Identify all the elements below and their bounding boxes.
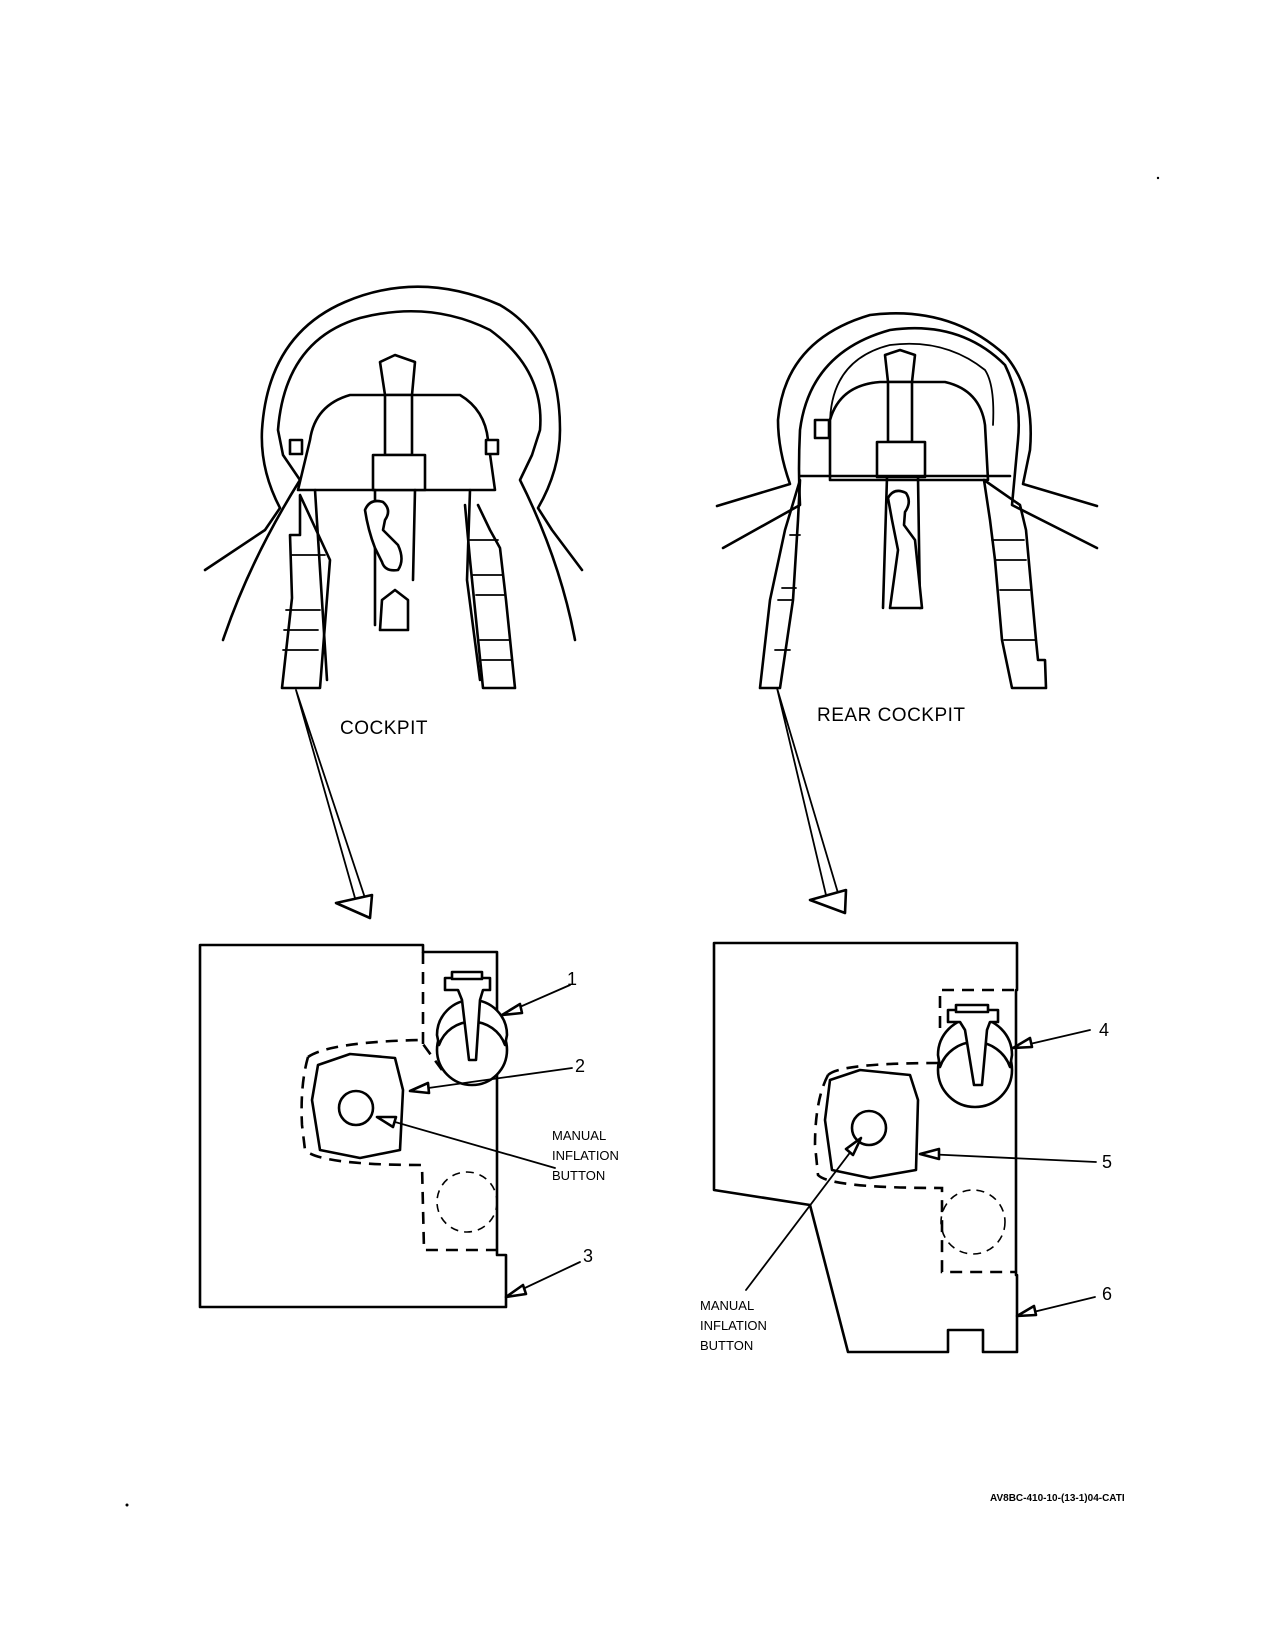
callout-3: 3: [583, 1246, 593, 1266]
front-button-label-line2: INFLATION: [552, 1148, 619, 1163]
callout-2: 2: [575, 1056, 585, 1076]
front-leader-lines: [375, 984, 581, 1299]
rear-detail-arrow: [776, 687, 848, 915]
rear-cockpit-title: REAR COCKPIT: [817, 705, 966, 726]
figure-code: AV8BC-410-10-(13-1)04-CATI: [990, 1493, 1125, 1504]
rear-detail-panel: [712, 941, 1097, 1354]
rear-inflation-pad: [823, 1068, 920, 1180]
front-button-label-line1: MANUAL: [552, 1128, 606, 1143]
scan-mark: [1156, 176, 1160, 180]
callout-1: 1: [567, 969, 577, 989]
callout-6: 6: [1102, 1284, 1112, 1304]
rear-button-label-line3: BUTTON: [700, 1338, 753, 1353]
rear-cockpit-view: [715, 312, 1099, 690]
scan-mark: [125, 1503, 129, 1507]
front-button-label-line3: BUTTON: [552, 1168, 605, 1183]
front-button-label: MANUAL INFLATION BUTTON: [552, 1128, 619, 1183]
front-inflation-pad: [310, 1052, 405, 1160]
front-handle-assembly: [435, 970, 509, 1087]
rear-button-label-line2: INFLATION: [700, 1318, 767, 1333]
front-detail-arrow: [295, 689, 374, 920]
rear-handle-assembly: [936, 1003, 1014, 1109]
rear-leader-lines: [745, 1029, 1097, 1318]
callout-4: 4: [1099, 1020, 1109, 1040]
callout-5: 5: [1102, 1152, 1112, 1172]
front-cockpit-title: COCKPIT: [340, 718, 428, 739]
front-cockpit-view: [203, 285, 584, 690]
front-detail-panel: [198, 943, 581, 1309]
rear-button-label: MANUAL INFLATION BUTTON: [700, 1298, 767, 1353]
rear-button-label-line1: MANUAL: [700, 1298, 754, 1313]
